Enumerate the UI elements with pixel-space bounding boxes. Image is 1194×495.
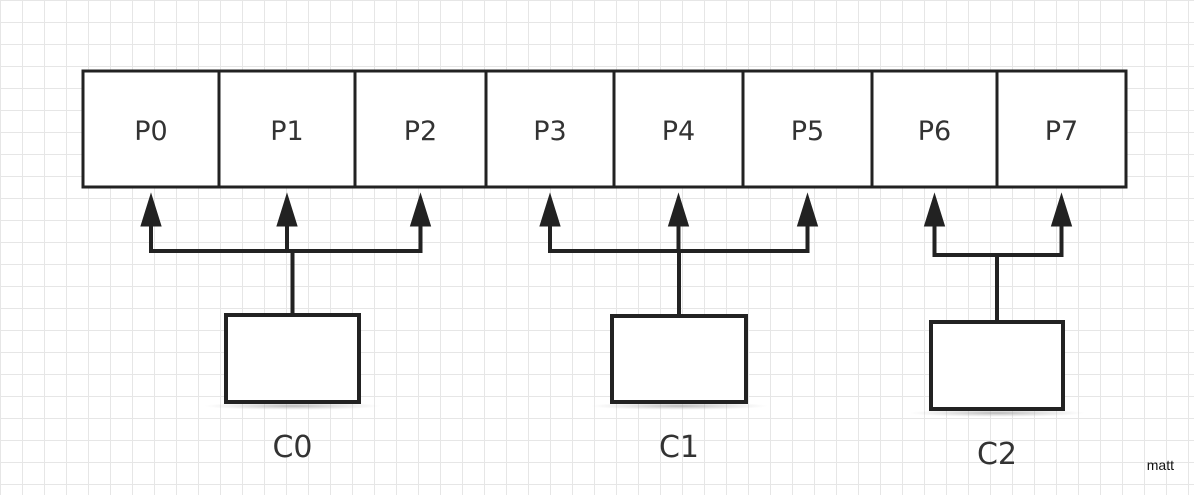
consumer-label: C0 (272, 430, 312, 465)
consumer-group: C0 C1 C2 (204, 313, 1085, 472)
consumer-connector-c2 (923, 192, 1073, 322)
partition-label: P7 (1045, 116, 1078, 147)
partition-cell-p2: P2 (353, 69, 488, 189)
arrow-up-icon (276, 192, 298, 227)
partition-box (81, 69, 221, 189)
consumer-box (929, 320, 1065, 411)
partition-label: P2 (404, 116, 437, 147)
arrow-up-icon (1050, 192, 1073, 227)
arrow-up-icon (923, 192, 946, 227)
partition-label: P4 (662, 116, 695, 147)
partition-label: P5 (791, 116, 824, 147)
arrow-up-icon (796, 192, 819, 227)
partition-box (870, 69, 999, 189)
consumer-label: C1 (659, 430, 699, 465)
partition-label: P0 (134, 116, 167, 147)
partition-cell-p7: P7 (995, 69, 1128, 189)
partition-label: P6 (918, 116, 951, 147)
consumer-label: C2 (977, 437, 1017, 472)
partition-cell-p6: P6 (870, 69, 999, 189)
partition-cell-p0: P0 (81, 69, 221, 189)
consumer-connector-c0 (140, 192, 432, 315)
consumer-c2: C2 (909, 320, 1085, 472)
partition-cell-p3: P3 (484, 69, 616, 189)
partition-box (741, 69, 874, 189)
arrow-up-icon (409, 192, 432, 227)
consumer-box (224, 313, 361, 404)
partition-box (612, 69, 745, 189)
consumer-connector-c1 (539, 192, 819, 316)
partition-cell-p1: P1 (217, 69, 357, 189)
arrow-up-icon (140, 192, 162, 227)
partition-cell-p4: P4 (612, 69, 745, 189)
partition-box (995, 69, 1128, 189)
partition-box (217, 69, 357, 189)
consumer-box (610, 314, 748, 404)
partition-row: P0 P1 P2 P3 P4 P5 P6 P7 (81, 69, 1128, 189)
partition-label: P1 (270, 116, 303, 147)
watermark-text: matt (1146, 457, 1174, 473)
arrow-up-icon (539, 192, 561, 227)
arrow-up-icon (667, 192, 690, 227)
consumer-c0: C0 (204, 313, 381, 465)
partition-label: P3 (533, 116, 566, 147)
partition-box (353, 69, 488, 189)
connector-lines (140, 192, 1073, 322)
consumer-c1: C1 (590, 314, 768, 465)
partition-cell-p5: P5 (741, 69, 874, 189)
